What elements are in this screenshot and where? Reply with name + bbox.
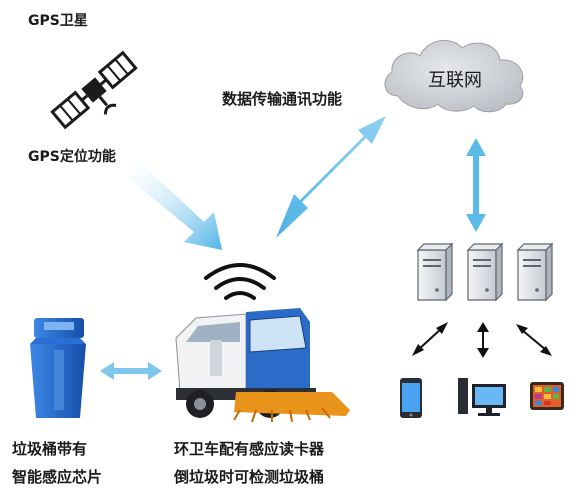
bin-description-line1: 垃圾桶带有 (12, 440, 88, 458)
cloud-icon (384, 40, 524, 113)
smartphone-icon (400, 378, 422, 418)
tablet-icon (530, 382, 564, 410)
cloud-server-arrow (466, 138, 486, 232)
server-icon (466, 242, 504, 302)
data-transmission-label: 数据传输通讯功能 (222, 90, 343, 108)
gps-satellite-label: GPS卫星 (28, 13, 88, 29)
server-icon (416, 242, 454, 302)
satellite-icon (50, 50, 138, 130)
bin-truck-arrow (100, 362, 162, 380)
wifi-signal-icon (204, 263, 276, 300)
gps-downlink-arrow (126, 162, 222, 250)
desktop-computer-icon (458, 378, 506, 416)
bin-description-line2: 智能感应芯片 (12, 468, 103, 486)
trash-bin-icon (30, 318, 86, 418)
truck-description-line1: 环卫车配有感应读卡器 (174, 440, 325, 458)
gps-positioning-label: GPS定位功能 (28, 149, 116, 165)
sweeper-truck-icon (175, 308, 350, 423)
data-link-arrow (276, 116, 386, 238)
truck-description-line2: 倒垃圾时可检测垃圾桶 (174, 468, 325, 486)
server-icon (516, 242, 554, 302)
internet-label: 互联网 (428, 70, 482, 91)
server-device-arrows (412, 322, 552, 358)
